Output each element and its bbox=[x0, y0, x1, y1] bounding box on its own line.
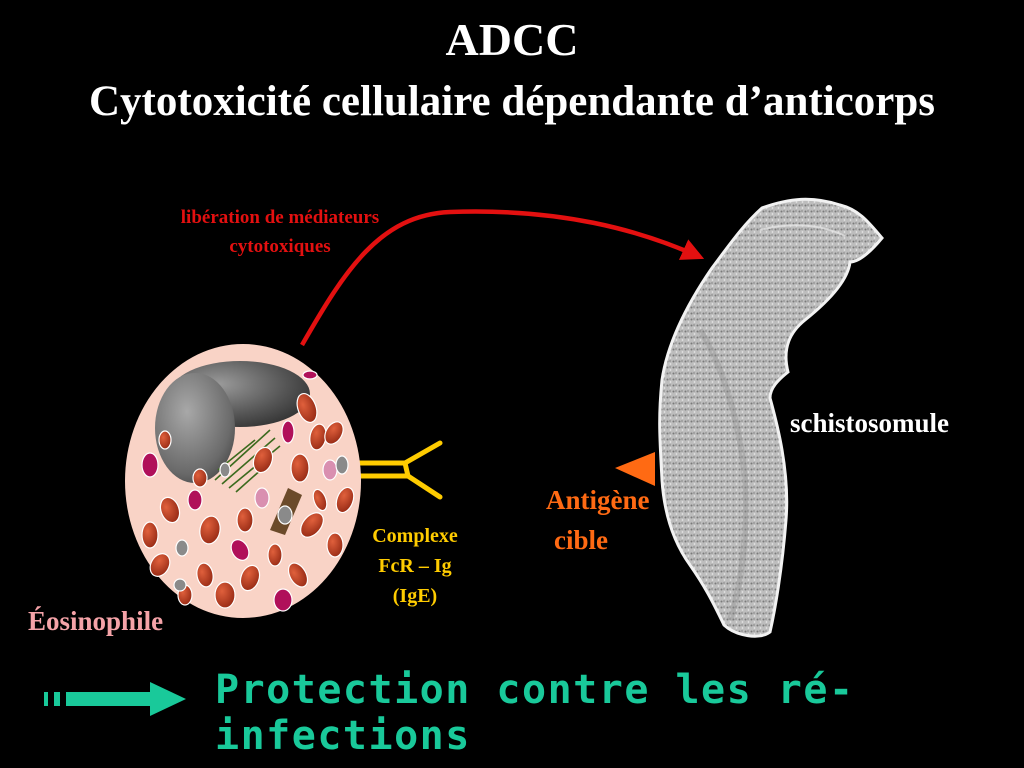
granule bbox=[324, 421, 344, 445]
granule bbox=[149, 553, 171, 577]
complexe-label-line2: FcR – Ig bbox=[378, 555, 452, 577]
slide-title: ADCC bbox=[445, 14, 579, 65]
granule bbox=[322, 459, 338, 481]
granule bbox=[326, 532, 344, 558]
eosinophil-cell bbox=[125, 344, 361, 618]
granule bbox=[267, 543, 283, 567]
antigen-label: Antigène cible bbox=[546, 480, 650, 560]
slide-subtitle: Cytotoxicité cellulaire dépendante d’ant… bbox=[89, 78, 935, 125]
antigen-marker-icon bbox=[615, 452, 655, 486]
granule bbox=[254, 487, 270, 509]
granule bbox=[159, 496, 181, 524]
antigen-label-line1: Antigène bbox=[546, 485, 650, 515]
granule bbox=[158, 430, 172, 450]
complexe-label-line3: (IgE) bbox=[392, 585, 438, 607]
fcr-ig-complex-icon bbox=[355, 440, 443, 500]
granule bbox=[335, 486, 355, 514]
mediators-arrow bbox=[300, 209, 705, 347]
granule bbox=[300, 512, 324, 538]
granule bbox=[196, 562, 214, 588]
granule bbox=[277, 505, 293, 525]
granule bbox=[236, 507, 254, 533]
granule bbox=[296, 392, 318, 424]
eosinophile-label: Éosinophile bbox=[28, 606, 164, 636]
granule bbox=[302, 370, 318, 380]
mediators-label-line2: cytotoxiques bbox=[229, 236, 331, 257]
protection-arrow-icon bbox=[44, 682, 186, 716]
schistosomule-label: schistosomule bbox=[790, 408, 950, 438]
granule bbox=[335, 455, 349, 475]
granule bbox=[273, 588, 293, 612]
mediators-label: libération de médiateurs cytotoxiques bbox=[140, 203, 420, 261]
granule bbox=[192, 468, 208, 488]
granule bbox=[290, 453, 310, 483]
protection-label: Protection contre les ré-infections bbox=[215, 667, 855, 759]
granule bbox=[141, 521, 159, 549]
antigen-label-line2: cible bbox=[554, 525, 608, 555]
granule bbox=[252, 446, 274, 474]
granule bbox=[214, 581, 236, 609]
granule bbox=[312, 488, 328, 512]
granule bbox=[175, 539, 189, 557]
granule bbox=[230, 539, 250, 561]
granule bbox=[219, 462, 231, 478]
granule bbox=[199, 515, 221, 545]
granule bbox=[281, 420, 295, 444]
granule bbox=[287, 562, 309, 588]
complexe-label: Complexe FcR – Ig (IgE) bbox=[352, 521, 478, 611]
schistosomule-image bbox=[658, 197, 884, 638]
granule bbox=[239, 564, 261, 592]
granule bbox=[173, 578, 187, 592]
granule bbox=[187, 489, 203, 511]
mediators-label-line1: libération de médiateurs bbox=[180, 207, 380, 228]
granule bbox=[141, 452, 159, 478]
complexe-label-line1: Complexe bbox=[372, 525, 458, 547]
